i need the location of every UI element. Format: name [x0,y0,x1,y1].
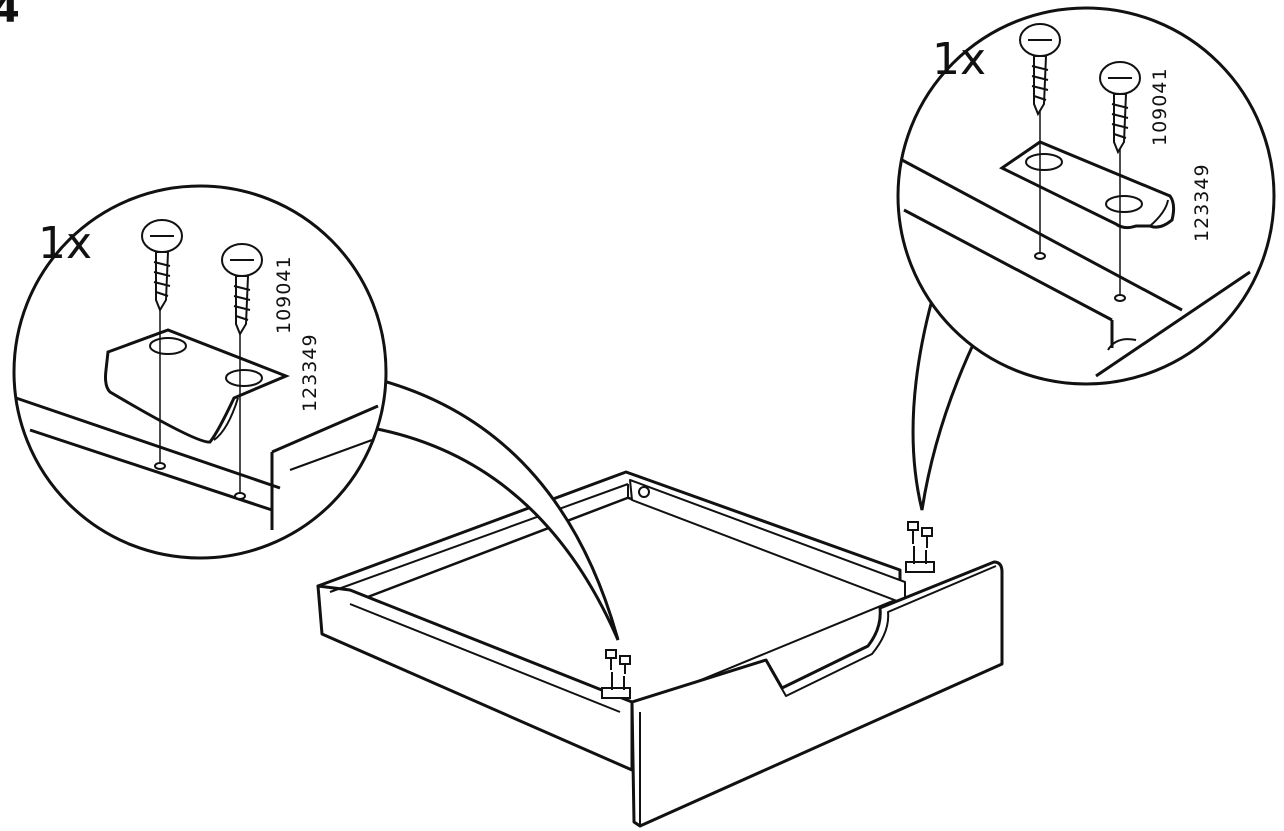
left-quantity-label: 1x [38,218,92,269]
right-quantity-label: 1x [932,34,986,85]
drawer [316,470,1004,828]
right-screw-1 [1019,23,1061,117]
drawer-front-panel [630,560,1004,828]
right-callout-tail [911,299,982,511]
right-bracket-code: 123349 [1191,163,1213,242]
left-screw-1 [141,219,183,313]
drawer-front-edge [639,565,997,826]
left-detail-edges [15,396,379,530]
left-detail-callout: 1x 109041 123349 [12,184,620,641]
left-detail-bracket [104,328,290,444]
right-detail-callout: 1x 109041 123349 [896,6,1276,511]
step-number: 4 [0,0,20,32]
drawer-left-bracket-small [601,649,631,699]
drawer-right-bracket-small [905,521,935,573]
drawer-back-hole [638,486,650,498]
left-screw-code: 109041 [273,255,295,334]
drawer-inner-rim [329,483,629,713]
left-screw-2 [221,243,263,337]
right-screw-code: 109041 [1149,67,1171,146]
left-callout-tail [371,378,620,641]
left-bracket-code: 123349 [299,333,321,412]
right-screw-2 [1099,61,1141,155]
right-detail-edges [901,158,1251,378]
